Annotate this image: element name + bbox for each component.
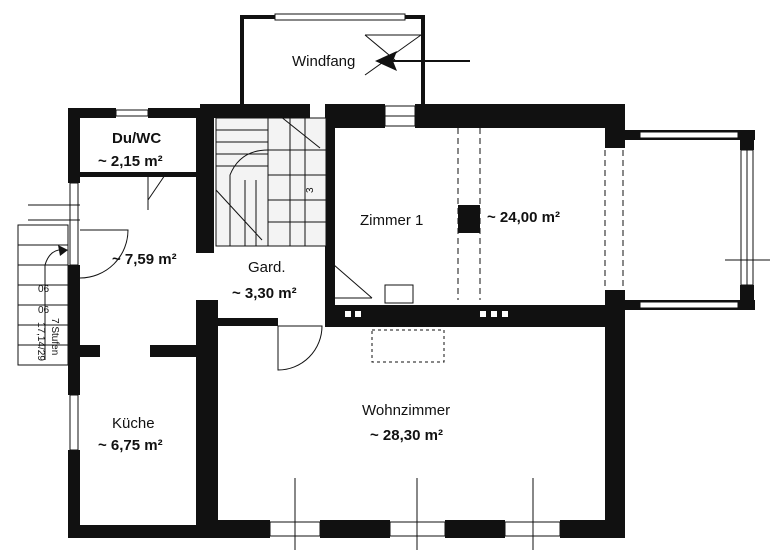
windfang-walls [240,13,425,110]
room-divider-dashed [371,128,624,363]
zimmer1-label: Zimmer 1 [360,212,423,229]
exterior-walls [68,104,755,538]
wohnzimmer-label: Wohnzimmer [362,402,450,419]
du-wc-label: Du/WC [112,130,161,147]
windfang-label: Windfang [292,53,355,70]
garderobe-door [277,257,373,371]
zimmer1-area: ~ 24,00 m² [487,209,560,226]
stair-step-count: 3 [305,187,316,193]
outer-stair-ratio: 17,14/29 [35,322,46,361]
outer-staircase: 06 06 7 Stufen 17,14/29 [17,204,80,366]
wall-fixtures [345,284,508,317]
entrance-arrow-icon [375,51,470,71]
outer-stair-steps: 7 Stufen [49,318,60,355]
windows [69,105,770,550]
kueche-area: ~ 6,75 m² [98,437,163,454]
inner-staircase: 3 [215,107,327,247]
outer-stair-mark-2: 06 [38,305,50,316]
kueche-label: Küche [112,415,155,432]
interior-walls [80,108,605,535]
flur-area: ~ 7,59 m² [112,251,177,268]
garderobe-area: ~ 3,30 m² [232,285,297,302]
du-wc-door [147,174,166,210]
du-wc-area: ~ 2,15 m² [98,153,163,170]
outer-stair-mark-1: 06 [38,284,50,295]
wohnzimmer-area: ~ 28,30 m² [370,427,443,444]
garderobe-label: Gard. [248,259,286,276]
flur-door [79,229,129,279]
